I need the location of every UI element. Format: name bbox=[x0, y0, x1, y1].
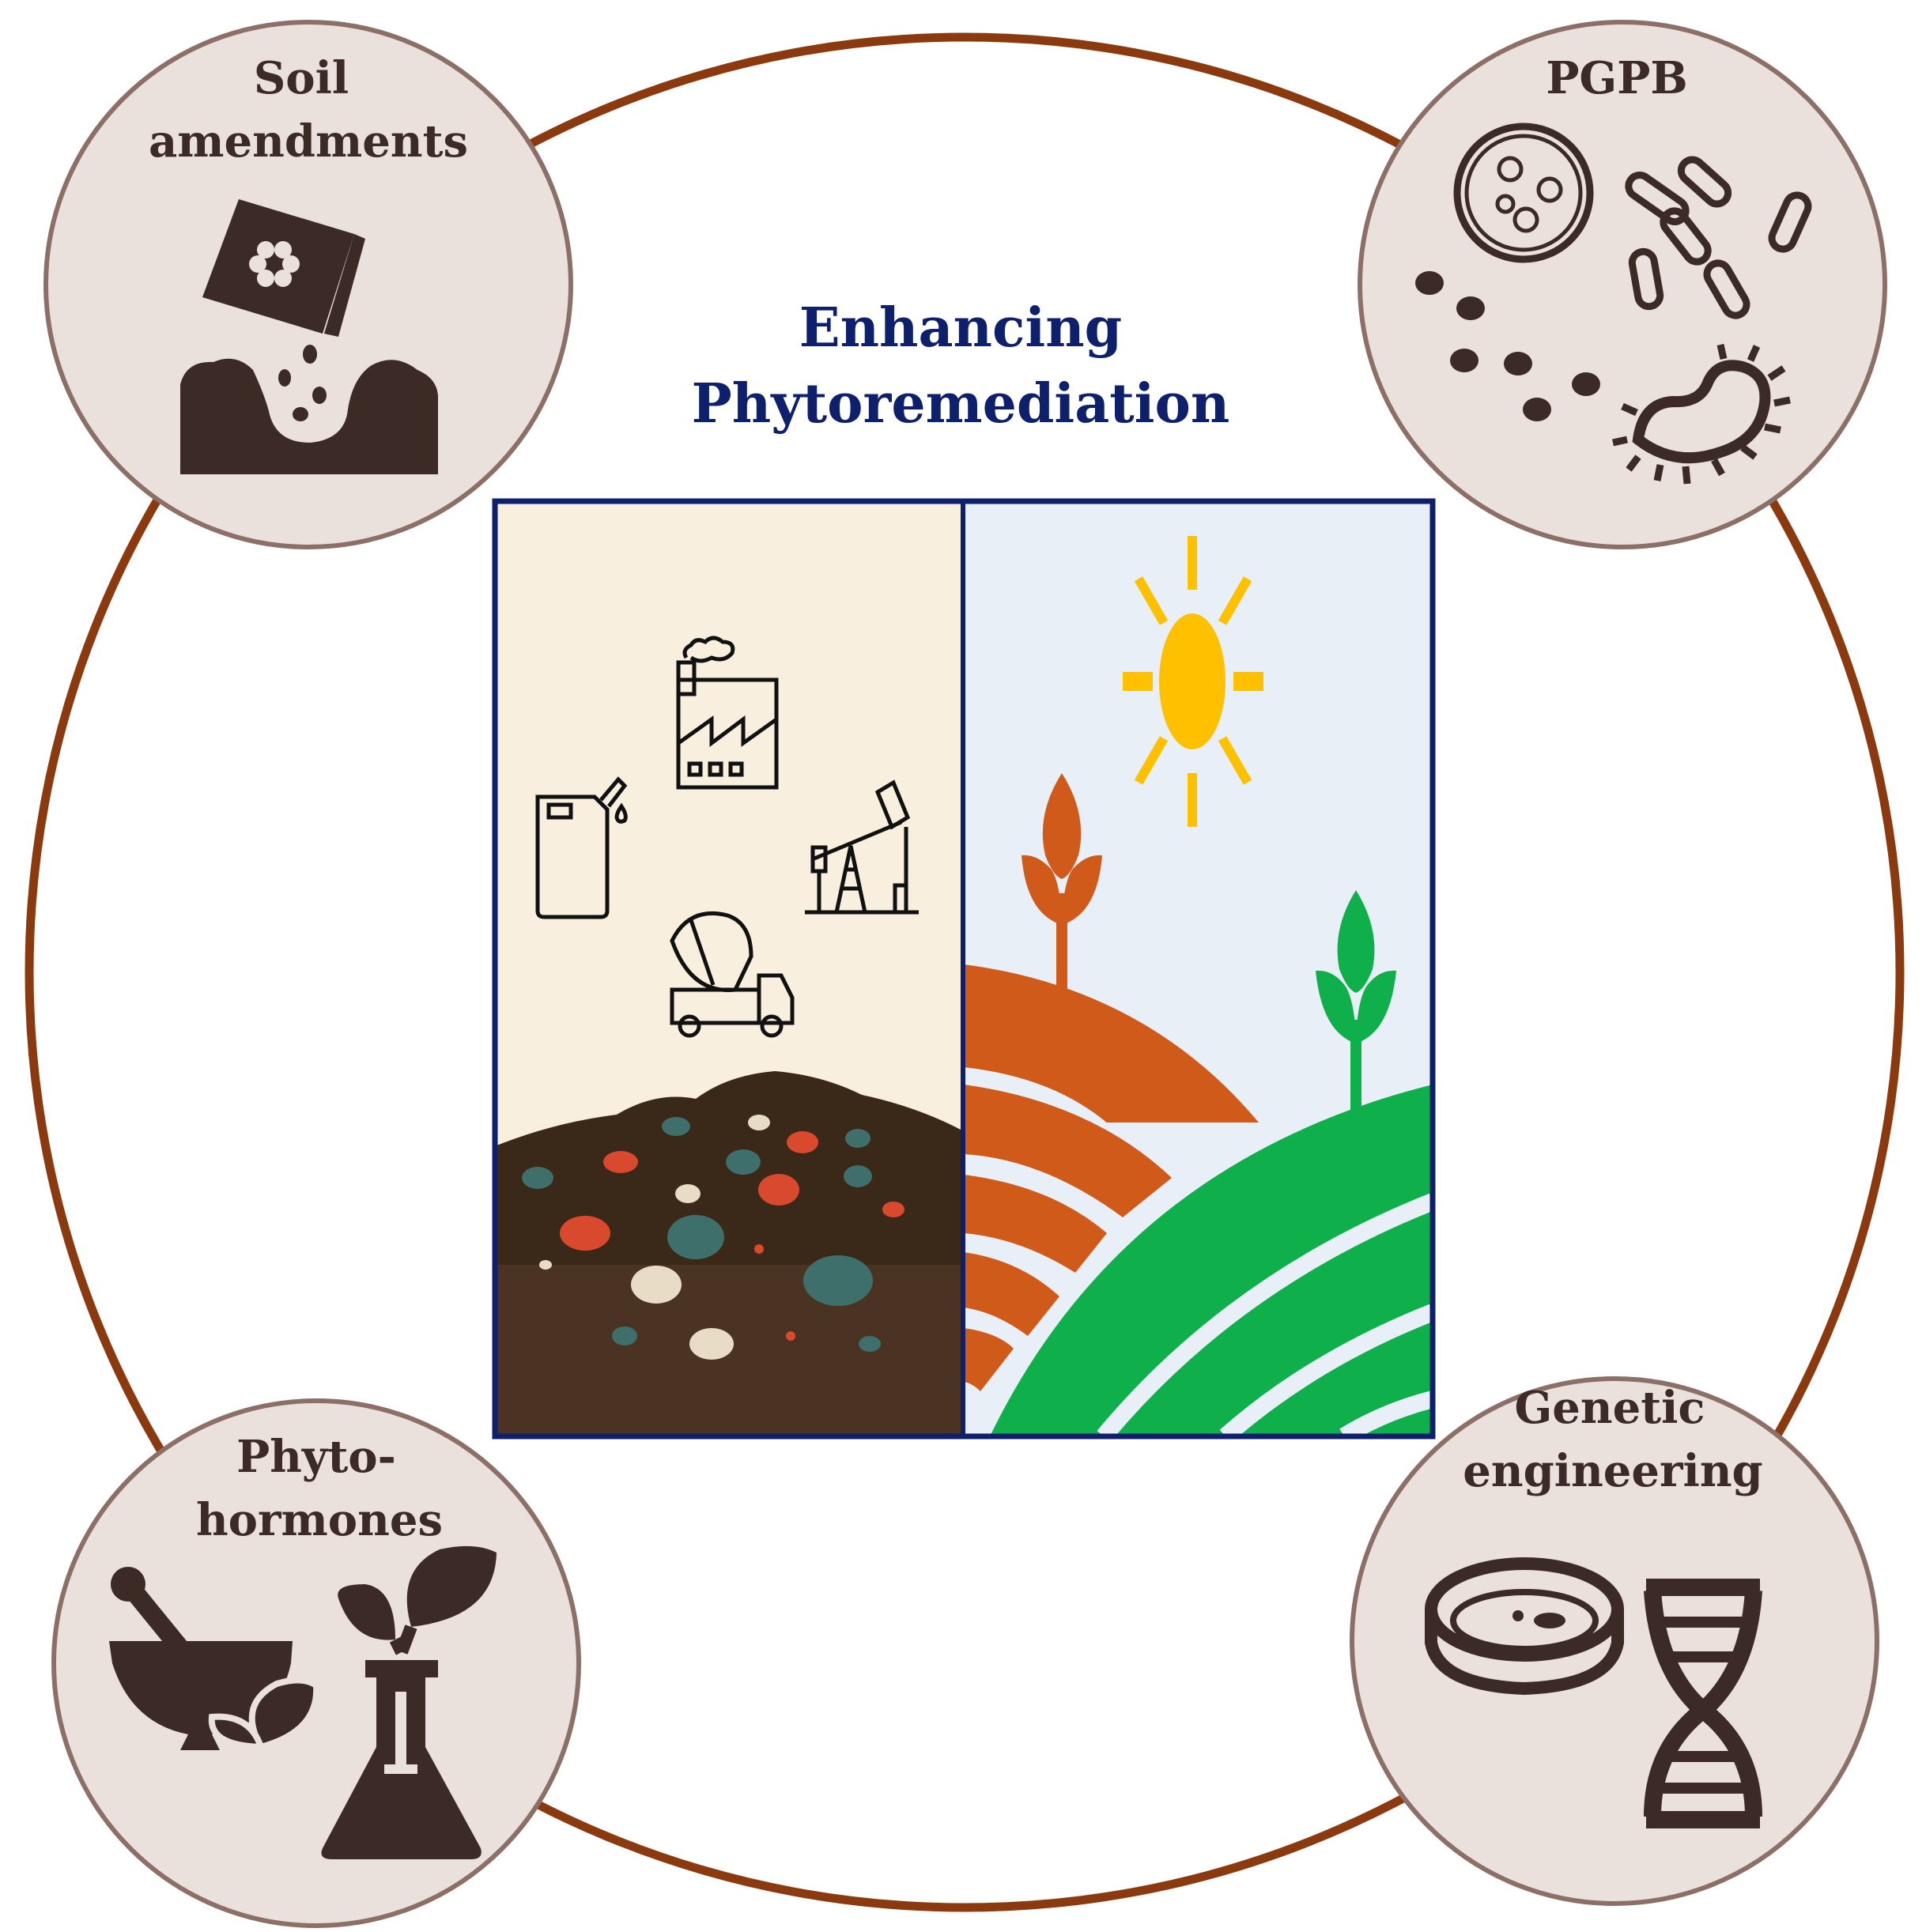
center-panel bbox=[492, 498, 1436, 1440]
soil-amendments-label-1: Soil bbox=[254, 52, 349, 104]
phytohormones-label-2: hormones bbox=[196, 1494, 443, 1546]
genetic-engineering-label-2: engineering bbox=[1463, 1445, 1762, 1497]
phytohormones-label-1: Phyto- bbox=[236, 1431, 396, 1483]
bacteria-dots-icon bbox=[1415, 271, 1600, 421]
dna-icon bbox=[1644, 1579, 1762, 1828]
process-ring bbox=[25, 32, 1905, 1912]
cement-truck-icon bbox=[670, 911, 795, 1038]
factory-icon bbox=[676, 636, 779, 790]
mortar-pestle-icon bbox=[109, 1567, 320, 1765]
contaminated-soil-icon bbox=[495, 1071, 962, 1436]
flask-plant-icon bbox=[321, 1545, 497, 1859]
polluted-panel bbox=[495, 501, 962, 1436]
node-phytohormones: Phyto- hormones bbox=[51, 1398, 581, 1928]
node-pgpb: PGPB bbox=[1358, 20, 1887, 549]
title-line-1: Enhancing bbox=[799, 296, 1122, 360]
green-sprout-icon bbox=[1316, 890, 1396, 1115]
clean-panel bbox=[964, 501, 1433, 1436]
petri-dish-icon bbox=[1425, 1557, 1624, 1696]
oil-pump-icon bbox=[805, 779, 919, 915]
title-line-2: Phytoremediation bbox=[692, 372, 1230, 436]
field-rows-icon bbox=[964, 964, 1433, 1436]
pgpb-label: PGPB bbox=[1546, 52, 1687, 104]
node-genetic-engineering: Genetic engineering bbox=[1350, 1376, 1879, 1906]
node-soil-amendments: Soil amendments bbox=[43, 20, 573, 549]
orange-sprout-icon bbox=[1022, 773, 1102, 996]
soil-amendments-label-2: amendments bbox=[149, 115, 468, 168]
sun-icon bbox=[1123, 536, 1263, 827]
bacteria-icon bbox=[1453, 123, 1812, 485]
genetic-engineering-label-1: Genetic bbox=[1514, 1382, 1705, 1434]
fertilizer-bag-pouring-icon bbox=[180, 199, 438, 474]
jerrycan-icon bbox=[535, 776, 628, 919]
